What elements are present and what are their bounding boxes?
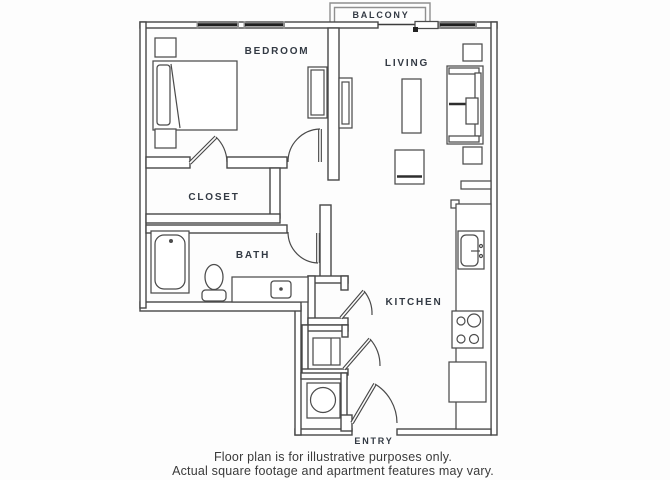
wall-pantry2-left: [301, 324, 309, 376]
burner: [456, 334, 466, 344]
window-cap: [475, 21, 477, 29]
tv-console: [338, 77, 353, 129]
wall-right: [490, 21, 498, 436]
pantry1-door-swing: [363, 290, 373, 316]
end-table-bottom: [462, 146, 483, 165]
vanity-drain: [279, 287, 283, 291]
label-closet: CLOSET: [188, 192, 239, 203]
bed-blanket-fold: [170, 63, 181, 129]
doors: [188, 128, 398, 424]
window-cap: [237, 21, 239, 29]
wall-bath-top: [145, 224, 288, 234]
wall-bedroom-bottom-left: [145, 156, 191, 169]
label-entry: ENTRY: [354, 436, 393, 446]
bathtub: [154, 234, 186, 290]
utility-closets: [306, 337, 341, 419]
living-window: [440, 23, 475, 27]
window-cap: [438, 21, 441, 29]
disclaimer-line-1: Floor plan is for illustrative purposes …: [214, 450, 452, 464]
window-cap: [283, 21, 285, 29]
sofa-side-tray: [465, 97, 479, 125]
wall-bath-kitchen-divider: [319, 204, 332, 281]
faucet-handle: [478, 253, 484, 259]
kitchen-fixtures: [448, 199, 492, 430]
wall-bedroom-bottom-right: [226, 156, 288, 169]
closet-door-leaf-core: [189, 136, 217, 164]
tv-console-inner: [341, 81, 350, 125]
disclaimer-line-2: Actual square footage and apartment feat…: [172, 464, 494, 478]
wall-bottom-right: [396, 428, 492, 436]
stove: [451, 310, 484, 349]
wall-bedroom-living-divider: [327, 27, 340, 181]
armchair: [394, 149, 425, 185]
tub-drain: [169, 239, 173, 243]
wall-closet-right: [269, 167, 281, 219]
window-cap: [243, 21, 246, 29]
wall-closet-bottom: [145, 213, 281, 224]
label-balcony: BALCONY: [352, 10, 409, 20]
label-kitchen: KITCHEN: [385, 297, 442, 308]
wall-pantry1-right-jamb: [340, 275, 349, 291]
wall-pantry2-right-jamb: [341, 324, 349, 338]
end-table-top: [462, 43, 483, 62]
disclaimer: Floor plan is for illustrative purposes …: [172, 450, 494, 478]
room-labels: BALCONY BEDROOM LIVING CLOSET BATH KITCH…: [188, 10, 442, 446]
entry-door-swing: [374, 383, 398, 424]
balcony: [329, 2, 431, 25]
closet-door-swing: [215, 136, 228, 163]
balcony-wall-inner: [333, 6, 427, 25]
wall-pantry2-top: [301, 324, 349, 332]
interior-walls: [145, 27, 353, 432]
bedroom-window-2: [245, 23, 283, 27]
balcony-slider-panel: [414, 20, 439, 30]
entry-door-leaf-core: [351, 383, 376, 424]
wall-left: [139, 21, 147, 309]
nightstand-bottom: [154, 128, 177, 149]
windows: [196, 20, 477, 32]
label-bedroom: BEDROOM: [245, 46, 310, 57]
window-cap: [196, 21, 199, 29]
wall-entry-door-jamb: [340, 414, 353, 432]
label-bath: BATH: [236, 250, 270, 261]
wall-wd-closet-right: [340, 372, 348, 418]
pantry2-door-leaf-core: [343, 338, 371, 370]
balcony-slider-stop: [413, 27, 418, 32]
burner-large: [466, 313, 482, 328]
faucet-handle: [478, 243, 484, 249]
washer-drum: [309, 386, 337, 414]
sofa-armrest-bottom: [448, 135, 480, 143]
wall-lower-left-vertical: [294, 305, 302, 436]
bedroom-furniture: [152, 37, 328, 149]
nightstand-top: [154, 37, 177, 58]
bedroom-window-1: [198, 23, 237, 27]
shelving-unit: [312, 337, 341, 366]
toilet-tank: [201, 289, 227, 302]
bathroom-fixtures: [150, 230, 309, 303]
bath-door-swing: [287, 231, 319, 264]
bed-pillow: [156, 64, 171, 126]
toilet-bowl: [204, 263, 224, 291]
burner: [456, 316, 466, 326]
burner: [468, 333, 480, 345]
wall-shelf: [460, 180, 492, 190]
wall-pantry1-bottom: [307, 317, 349, 326]
refrigerator: [448, 361, 487, 403]
living-furniture: [338, 43, 492, 190]
pantry2-door-swing: [369, 338, 381, 367]
wall-bath-bottom: [139, 301, 302, 312]
sofa-armrest-top: [448, 67, 480, 75]
dresser: [307, 66, 328, 119]
coffee-table: [401, 78, 422, 134]
pantry1-door-leaf-core: [340, 290, 365, 319]
bedroom-door-swing: [287, 128, 321, 163]
wall-wd-closet-top: [300, 372, 348, 380]
balcony-wall-outer: [329, 2, 431, 25]
label-living: LIVING: [385, 58, 429, 69]
dresser-inner: [310, 69, 325, 116]
bath-vanity: [231, 276, 309, 303]
